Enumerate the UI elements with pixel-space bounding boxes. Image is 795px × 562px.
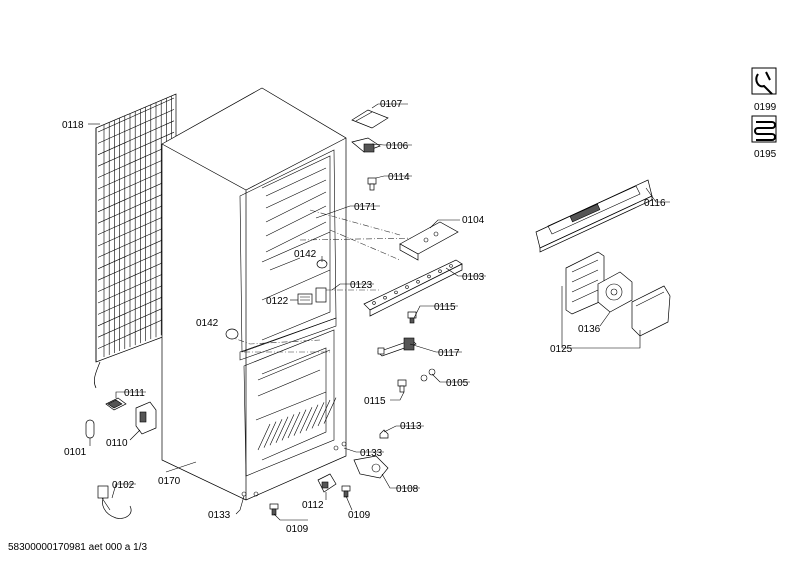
label-0103: 0103 (462, 272, 485, 283)
part-0107 (351, 109, 389, 129)
part-0113 (379, 429, 389, 439)
label-0133-right: 0133 (360, 448, 383, 459)
label-0199: 0199 (754, 102, 777, 113)
leader-lines (88, 103, 670, 521)
basket-wire (323, 397, 337, 424)
basket-wire (293, 409, 307, 436)
basket-wire (305, 404, 319, 431)
basket-wire (317, 399, 331, 427)
label-0106: 0106 (386, 141, 409, 152)
part-0110 (135, 401, 157, 435)
part-0115-lower (397, 379, 407, 393)
part-0114 (367, 177, 377, 191)
label-0142-upper: 0142 (294, 249, 317, 260)
label-0111: 0111 (124, 388, 145, 399)
label-0108: 0108 (396, 484, 419, 495)
part-0136 (597, 271, 633, 313)
label-0105: 0105 (446, 378, 469, 389)
part-0142-lower (225, 328, 239, 340)
label-0114: 0114 (388, 172, 410, 183)
label-0104: 0104 (462, 215, 485, 226)
rail-hole (394, 290, 398, 295)
label-0171: 0171 (354, 202, 377, 213)
basket-wire (269, 419, 283, 446)
label-0107: 0107 (380, 99, 403, 110)
label-0136: 0136 (578, 324, 601, 335)
label-0115-lower: 0115 (364, 396, 386, 407)
assembly-lines (227, 209, 421, 353)
part-0104 (399, 221, 459, 261)
service-tool-icon (751, 67, 777, 95)
label-0117: 0117 (438, 348, 460, 359)
label-0113: 0113 (400, 421, 422, 432)
label-0109-right: 0109 (348, 510, 371, 521)
part-0101 (85, 419, 95, 439)
label-0115-upper: 0115 (434, 302, 456, 313)
label-0133-left: 0133 (208, 510, 231, 521)
part-0108 (353, 455, 389, 479)
rail-hole (438, 269, 442, 273)
basket-wire (281, 414, 295, 441)
part-0105 (420, 368, 436, 382)
basket-wire (287, 411, 301, 439)
part-0102 (97, 485, 132, 519)
label-0195: 0195 (754, 149, 777, 160)
basket-wire (257, 423, 271, 451)
part-0125-cover (631, 285, 671, 337)
label-0122: 0122 (266, 296, 289, 307)
part-0117 (377, 337, 417, 357)
rail-hole (405, 285, 409, 289)
coil-symbol-icon (751, 115, 777, 143)
label-0170: 0170 (158, 476, 181, 487)
part-0116 (535, 179, 653, 253)
label-0116: 0116 (644, 198, 666, 209)
part-0125 (565, 251, 605, 315)
rail-hole (383, 296, 387, 300)
basket-wire (263, 421, 277, 448)
fridge-cabinet (161, 87, 347, 501)
label-0109-left: 0109 (286, 524, 309, 535)
condenser-coil (94, 93, 177, 389)
part-0115-upper (407, 311, 417, 324)
part-0103 (363, 259, 463, 317)
label-0112: 0112 (302, 500, 324, 511)
part-0122 (297, 293, 313, 305)
part-labels: 0107 0106 0114 0171 0104 0118 0142 0142 … (62, 99, 666, 535)
label-0102: 0102 (112, 480, 135, 491)
label-0110: 0110 (106, 438, 128, 449)
part-0123 (315, 287, 327, 303)
label-0101: 0101 (64, 447, 87, 458)
part-0106 (351, 137, 381, 153)
part-0111 (105, 397, 127, 411)
part-0109-b (269, 503, 279, 516)
label-0125: 0125 (550, 344, 573, 355)
label-0118: 0118 (62, 120, 84, 131)
rail-hole (427, 274, 431, 279)
basket-wire (275, 416, 289, 443)
basket-wire (299, 407, 313, 434)
part-0109-a (341, 485, 351, 498)
rail-hole (449, 264, 453, 268)
label-0123: 0123 (350, 280, 373, 291)
part-0112 (317, 473, 337, 493)
rail-hole (416, 280, 420, 284)
label-0142-lower: 0142 (196, 318, 219, 329)
document-footer: 58300000170981 aet 000 a 1/3 (8, 542, 148, 553)
basket-wire (311, 402, 325, 429)
rail-hole (372, 301, 376, 305)
